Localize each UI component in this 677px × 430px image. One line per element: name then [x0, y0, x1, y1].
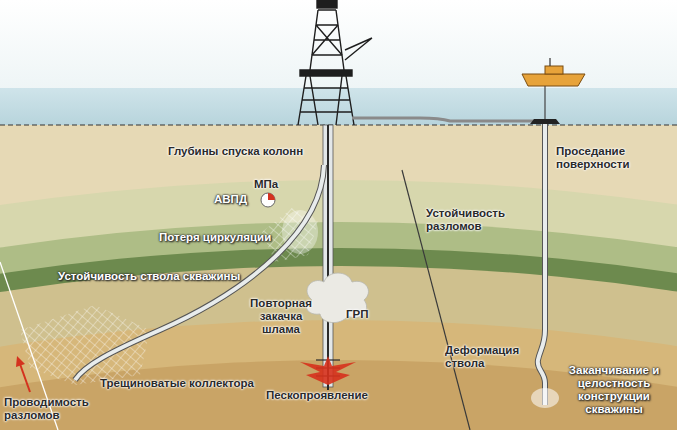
illustration-label: Пескопроявление — [266, 389, 368, 402]
illustration-label: Глубины спуска колонн — [168, 145, 303, 158]
illustration-label: Устойчивость ствола скважины — [58, 270, 240, 283]
illustration-label: Повторная закачка шлама — [246, 297, 316, 336]
illustration-label: МПа — [254, 178, 278, 191]
illustration-label: ГРП — [346, 308, 368, 321]
illustration-label: АВПД — [214, 193, 247, 206]
illustration-label: Деформация ствола — [445, 344, 525, 370]
illustration-label: Проседание поверхности — [556, 145, 656, 171]
illustration-label: Трещиноватые коллектора — [100, 377, 254, 390]
illustration-label: Устойчивость разломов — [426, 207, 516, 233]
illustration-label: Потеря циркуляции — [159, 231, 271, 244]
illustration-label: Проводимость разломов — [4, 396, 99, 422]
illustration-label: Заканчивание и целостность конструкции с… — [555, 364, 673, 416]
